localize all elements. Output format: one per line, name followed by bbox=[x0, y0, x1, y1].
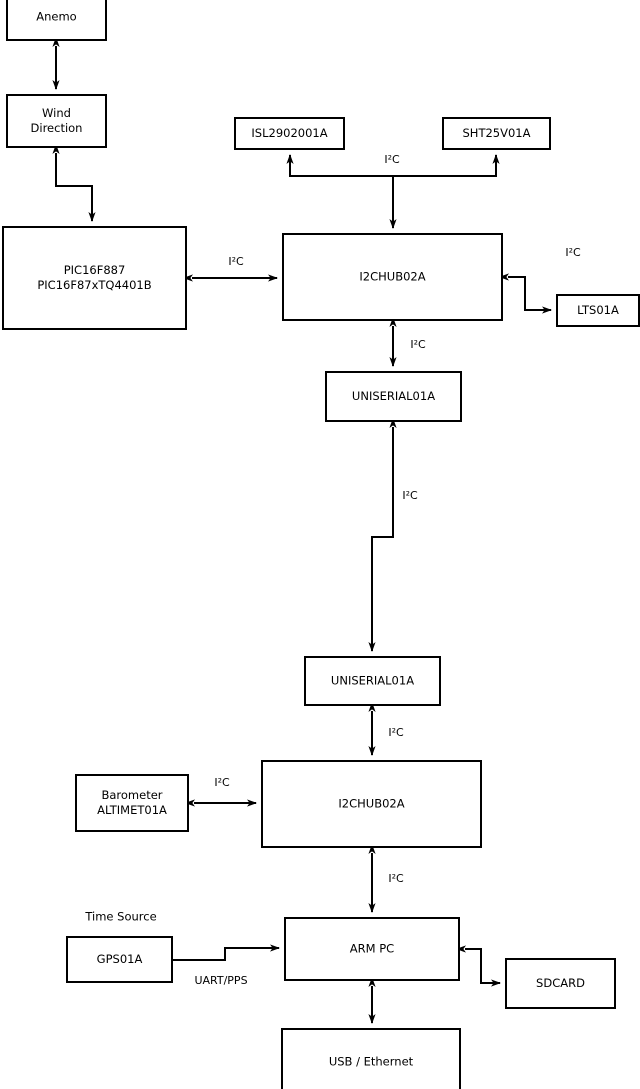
node-box bbox=[66, 936, 173, 983]
edge-label: I²C bbox=[388, 872, 404, 885]
edge-label: I²C bbox=[214, 776, 230, 789]
node-label: PIC16F87xTQ4401B bbox=[37, 278, 151, 292]
node-usb-ethernet[interactable]: USB / Ethernet bbox=[281, 1028, 461, 1089]
node-lts01a[interactable]: LTS01A bbox=[556, 294, 640, 327]
edge-uniserial-bottom-i2chub-bottom: I²C bbox=[368, 702, 404, 756]
node-label: USB / Ethernet bbox=[329, 1055, 414, 1069]
node-label: Wind bbox=[42, 106, 71, 120]
node-box bbox=[234, 117, 345, 150]
node-label: PIC16F887 bbox=[64, 263, 126, 277]
node-box bbox=[282, 233, 503, 321]
edge-label: UART/PPS bbox=[194, 974, 247, 987]
node-box bbox=[75, 774, 189, 832]
edge-uniserial-top-uniserial-bottom: I²C bbox=[368, 418, 418, 652]
node-label: Anemo bbox=[36, 10, 76, 24]
node-box bbox=[281, 1028, 461, 1089]
node-anemo[interactable]: Anemo bbox=[6, 0, 107, 41]
node-label: ISL2902001A bbox=[251, 126, 327, 140]
edge-label: I²C bbox=[565, 246, 581, 259]
time-source-label: Time Source bbox=[84, 910, 156, 924]
node-label: UNISERIAL01A bbox=[331, 674, 414, 688]
edge-i2chub-top-uniserial-top: I²C bbox=[389, 317, 426, 367]
edge-pic-i2chub-top: I²C bbox=[183, 255, 278, 282]
connector-line bbox=[368, 418, 397, 652]
node-label: UNISERIAL01A bbox=[352, 389, 435, 403]
connector-line bbox=[286, 154, 393, 177]
edge-label: I²C bbox=[402, 489, 418, 502]
edge-gps01a-arm-pc: UART/PPS bbox=[172, 944, 280, 987]
node-label: LTS01A bbox=[577, 303, 619, 317]
edge-i2chub-bottom-arm-pc: I²C bbox=[368, 844, 404, 913]
edge-wind-direction-pic bbox=[52, 144, 96, 222]
node-box bbox=[442, 117, 551, 150]
edge-barometer-i2chub-bottom: I²C bbox=[185, 776, 257, 807]
edge-i2chub-top-sensor-bus: I²C bbox=[384, 153, 400, 229]
edge-i2chub-top-lts01a: I²C bbox=[499, 246, 581, 314]
edge-label: I²C bbox=[410, 338, 426, 351]
node-arm-pc[interactable]: ARM PC bbox=[284, 917, 460, 981]
node-label: GPS01A bbox=[97, 952, 143, 966]
connector-line bbox=[499, 273, 552, 314]
node-label: SDCARD bbox=[536, 976, 585, 990]
node-label: Direction bbox=[31, 121, 83, 135]
connector-line bbox=[52, 144, 96, 222]
edge-label: I²C bbox=[384, 153, 400, 166]
node-i2chub02a-bottom[interactable]: I2CHUB02A bbox=[261, 760, 482, 848]
node-box bbox=[556, 294, 640, 327]
node-isl2902001a[interactable]: ISL2902001A bbox=[234, 117, 345, 150]
edges-layer: I²C I²C I²C I²C I²C I²C I²C I²C UART/PPS bbox=[52, 37, 581, 1024]
connector-line bbox=[456, 945, 501, 987]
node-box bbox=[505, 958, 616, 1009]
edge-arm-pc-sdcard bbox=[456, 945, 501, 987]
node-label: ALTIMET01A bbox=[97, 803, 167, 817]
edge-i2chub-top-isl2902001a bbox=[286, 154, 393, 177]
node-uniserial01a-top[interactable]: UNISERIAL01A bbox=[325, 371, 462, 422]
node-box bbox=[261, 760, 482, 848]
edge-label: I²C bbox=[228, 255, 244, 268]
node-box bbox=[6, 94, 107, 148]
connector-line bbox=[172, 944, 280, 961]
node-box bbox=[284, 917, 460, 981]
node-box bbox=[304, 656, 441, 706]
node-box bbox=[6, 0, 107, 41]
node-label: SHT25V01A bbox=[463, 126, 531, 140]
node-box bbox=[2, 226, 187, 330]
node-label: I2CHUB02A bbox=[338, 797, 404, 811]
node-gps01a[interactable]: GPS01A bbox=[66, 936, 173, 983]
edge-i2chub-top-sht25v01a bbox=[393, 154, 500, 177]
node-box bbox=[325, 371, 462, 422]
node-uniserial01a-bottom[interactable]: UNISERIAL01A bbox=[304, 656, 441, 706]
connector-line bbox=[393, 154, 500, 177]
node-sdcard[interactable]: SDCARD bbox=[505, 958, 616, 1009]
node-label: Barometer bbox=[101, 788, 162, 802]
node-label: ARM PC bbox=[350, 942, 394, 956]
free-labels-layer: Time Source bbox=[84, 910, 156, 924]
node-i2chub02a-top[interactable]: I2CHUB02A bbox=[282, 233, 503, 321]
node-sht25v01a[interactable]: SHT25V01A bbox=[442, 117, 551, 150]
node-label: I2CHUB02A bbox=[359, 270, 425, 284]
edge-label: I²C bbox=[388, 726, 404, 739]
